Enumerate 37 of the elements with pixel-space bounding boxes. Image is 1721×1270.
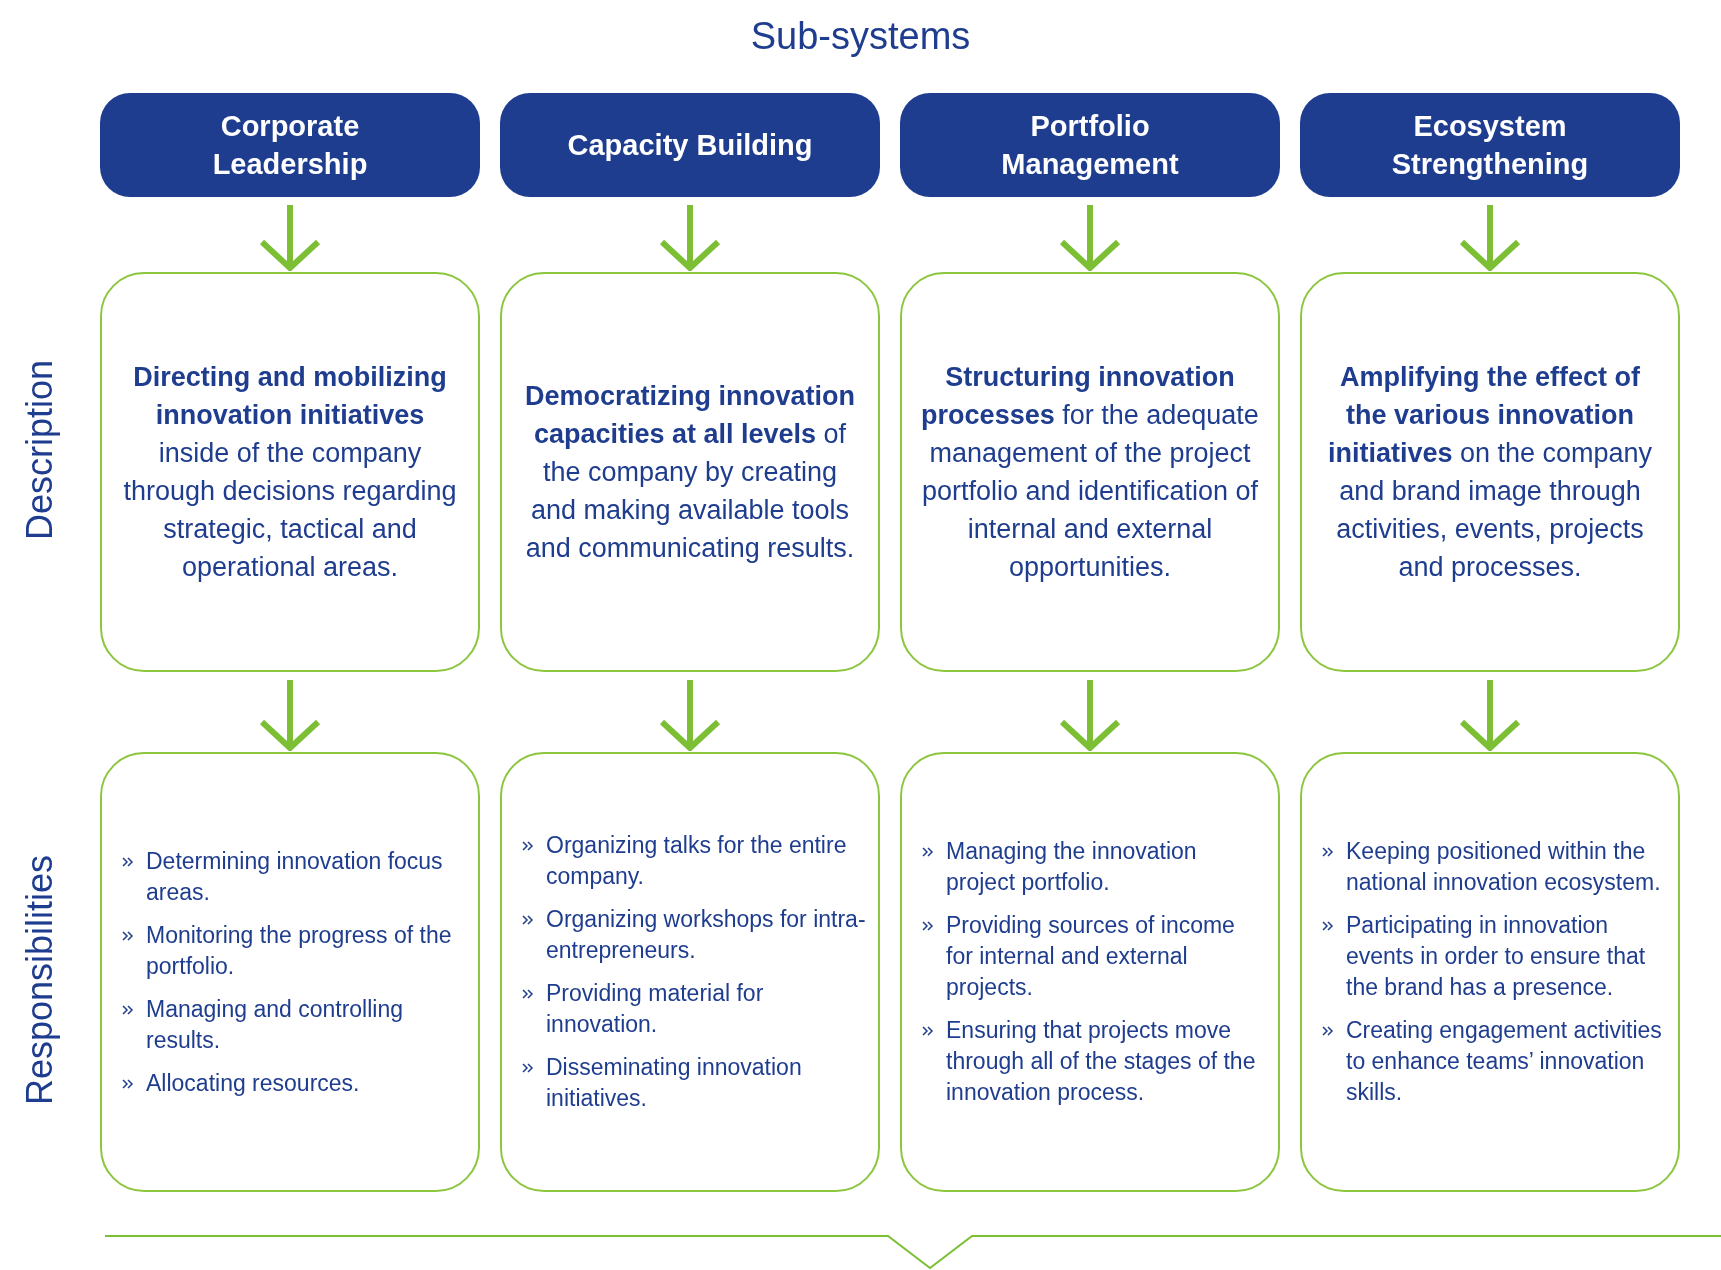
row-label: Responsibilities bbox=[18, 854, 61, 1106]
description-box bbox=[500, 272, 880, 672]
arrow bbox=[659, 680, 721, 751]
responsibilities-box bbox=[1300, 752, 1680, 1192]
responsibility-item: Managing and controlling results. bbox=[146, 994, 404, 1055]
responsibility-item: Ensuring that projects move through all of the stages of the innovation process. bbox=[946, 1016, 1257, 1107]
row-label: Description bbox=[18, 359, 61, 541]
responsibility-item: Managing the innovation project portfolio. bbox=[946, 837, 1198, 897]
description-text: Democratizing innovation capacities at all levels of the company by creating and making available tools and communicating results. bbox=[524, 380, 856, 565]
subsystem-header: Ecosystem Strengthening bbox=[1300, 93, 1680, 197]
responsibilities-box bbox=[500, 752, 880, 1192]
responsibilities-box bbox=[900, 752, 1280, 1192]
subsystem-header: Corporate Leadership bbox=[100, 93, 480, 197]
title: Sub-systems bbox=[749, 14, 972, 59]
responsibility-item: Participating in innovation events in order to ensure that the brand has a presence. bbox=[1346, 911, 1647, 1002]
responsibility-item: Organizing talks for the entire company. bbox=[546, 831, 848, 891]
arrow bbox=[259, 680, 321, 751]
arrow bbox=[1459, 680, 1521, 751]
responsibility-item: Determining innovation focus areas. bbox=[146, 846, 444, 907]
responsibility-item: Disseminating innovation initiatives. bbox=[546, 1053, 803, 1113]
arrow bbox=[1059, 680, 1121, 751]
responsibility-item: Allocating resources. bbox=[146, 1068, 360, 1098]
subsystem-header: Capacity Building bbox=[500, 93, 880, 197]
responsibility-item: Creating engagement activities to enhance teams’ innovation skills. bbox=[1346, 1016, 1663, 1107]
responsibility-item: Keeping positioned within the national innovation ecosystem. bbox=[1346, 837, 1662, 897]
responsibility-item: Organizing workshops for intra-entrepreneurs. bbox=[546, 905, 866, 965]
responsibility-item: Providing sources of income for internal and external projects. bbox=[946, 911, 1236, 1002]
description-box bbox=[1300, 272, 1680, 672]
description-text: Amplifying the effect of the various innovation initiatives on the company and brand image through activities, events, projects and processes. bbox=[1326, 361, 1654, 584]
description-box bbox=[900, 272, 1280, 672]
description-text: Structuring innovation processes for the adequate management of the project portfolio and identification of internal and external opportunities. bbox=[920, 361, 1260, 584]
description-text: Directing and mobilizing innovation initiatives inside of the company through decisions regarding strategic, tactical and operational areas. bbox=[122, 361, 458, 584]
responsibility-item: Providing material for innovation. bbox=[546, 979, 765, 1039]
responsibilities-box bbox=[100, 752, 480, 1192]
responsibility-item: Monitoring the progress of the portfolio. bbox=[146, 920, 453, 981]
description-box bbox=[100, 272, 480, 672]
subsystem-header: Portfolio Management bbox=[900, 93, 1280, 197]
